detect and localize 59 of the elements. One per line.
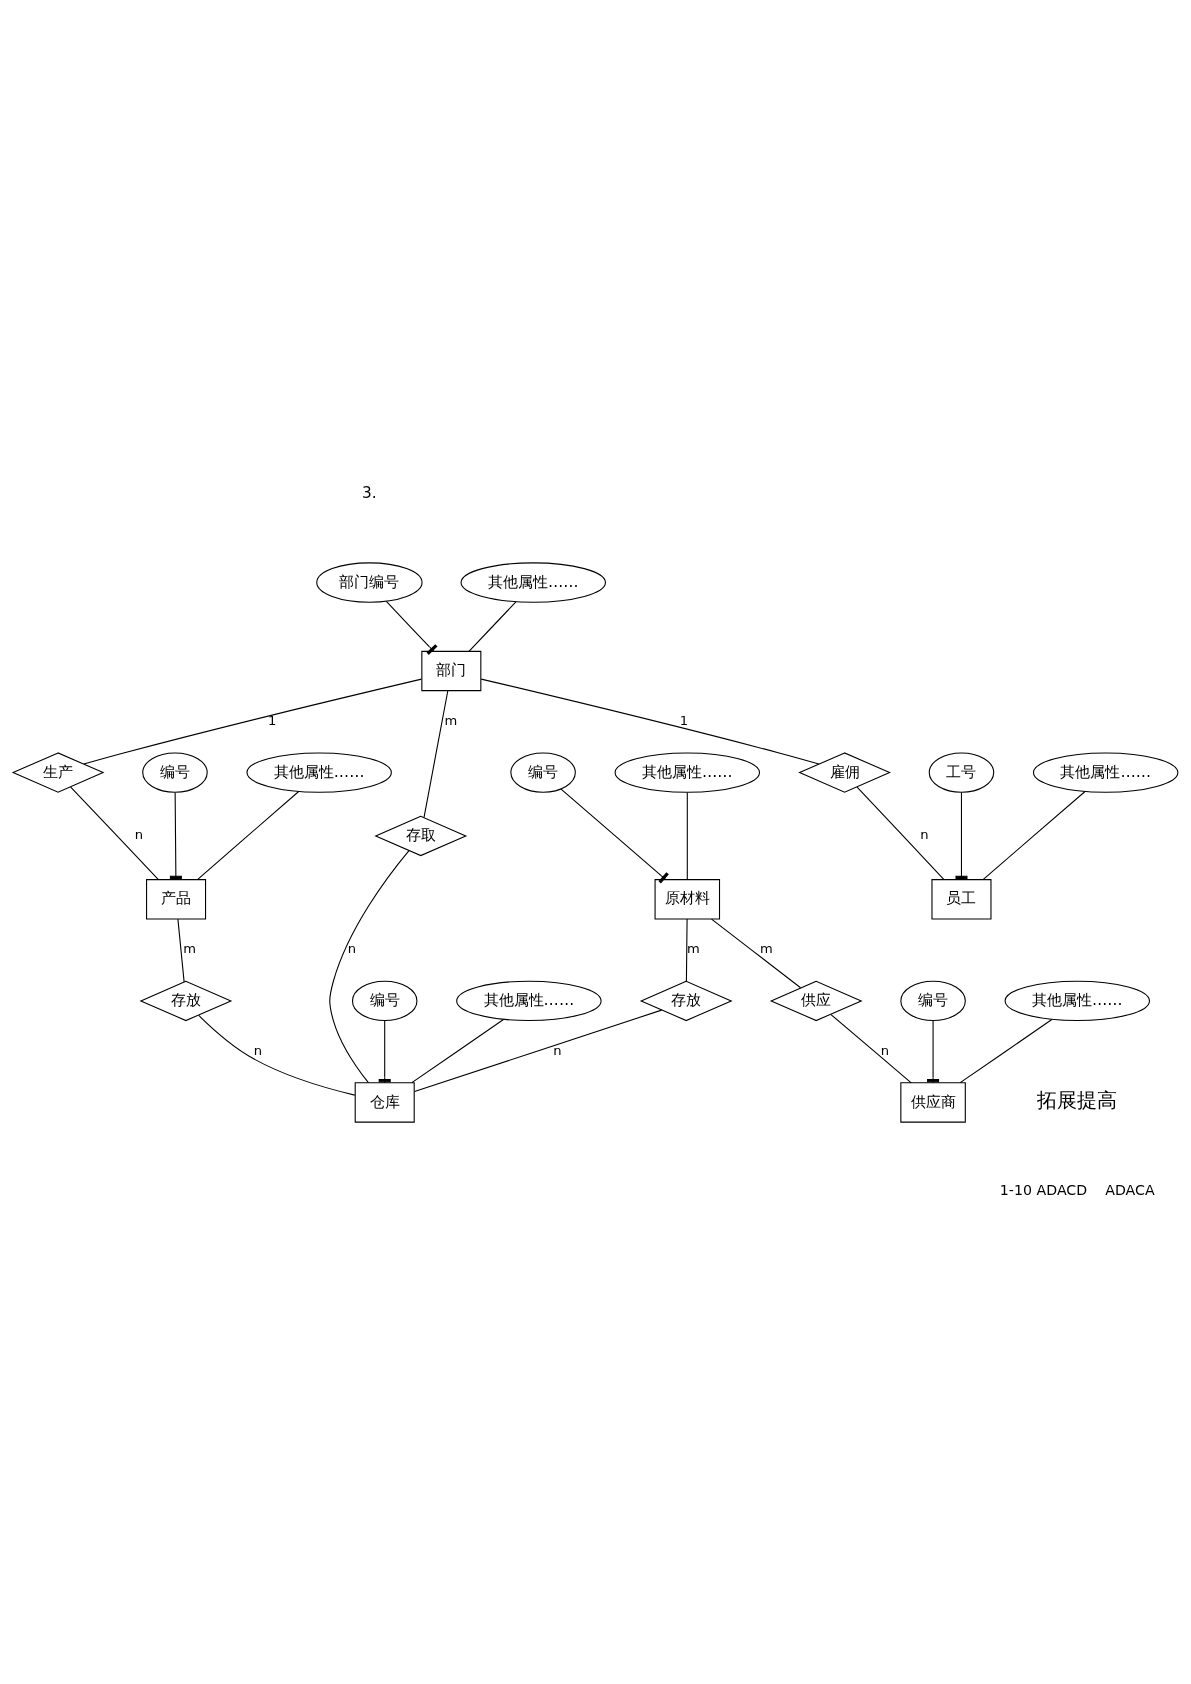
node-ellipse: 其他属性…… <box>1004 980 1150 1021</box>
node-diamond: 雇佣 <box>798 751 891 793</box>
node-box: 原材料 <box>654 878 721 919</box>
label: 3. <box>362 483 377 502</box>
connector <box>856 785 945 880</box>
node-diamond: 供应 <box>769 980 863 1021</box>
connector <box>686 791 688 880</box>
edge-label: m <box>686 940 700 956</box>
connector <box>959 1018 1053 1083</box>
node-box: 部门 <box>421 650 482 691</box>
node-box: 产品 <box>146 878 207 919</box>
edge-label: m <box>444 712 458 728</box>
edge-label: 1 <box>268 712 277 728</box>
node-ellipse: 编号 <box>510 751 576 793</box>
edge-label: n <box>880 1042 890 1058</box>
edge-label: m <box>760 940 773 956</box>
connector <box>411 1018 504 1083</box>
connector <box>480 678 820 764</box>
node-ellipse: 其他属性…… <box>456 980 602 1021</box>
node-ellipse: 编号 <box>142 751 208 793</box>
node-ellipse: 其他属性…… <box>246 751 392 793</box>
label: 拓展提高 <box>1037 1088 1118 1112</box>
edge-label: n <box>920 826 929 842</box>
node-ellipse: 其他属性…… <box>460 561 606 603</box>
node-diamond: 生产 <box>11 751 105 793</box>
node-box: 员工 <box>931 878 992 919</box>
connector <box>830 1013 912 1083</box>
edge-label: n <box>347 940 357 956</box>
node-ellipse: 其他属性…… <box>1032 751 1179 793</box>
node-ellipse: 其他属性…… <box>614 751 761 793</box>
edge-label: 1 <box>679 712 689 728</box>
connector <box>955 791 968 880</box>
connector <box>468 600 517 652</box>
node-ellipse: 编号 <box>351 980 418 1021</box>
connector <box>198 1014 356 1096</box>
node-diamond: 存放 <box>639 980 733 1021</box>
connector <box>177 918 185 982</box>
connector <box>982 790 1086 880</box>
node-ellipse: 编号 <box>900 980 966 1021</box>
edge-label: m <box>183 940 197 956</box>
connector <box>685 918 688 982</box>
node-box: 仓库 <box>354 1081 415 1123</box>
node-ellipse: 部门编号 <box>316 561 423 603</box>
edge-label: n <box>134 826 144 842</box>
edge-label: n <box>253 1042 263 1058</box>
connector <box>83 678 422 764</box>
connector <box>414 1009 663 1092</box>
node-ellipse: 工号 <box>928 751 995 793</box>
connector <box>196 790 300 880</box>
connector <box>560 788 669 883</box>
node-diamond: 存取 <box>374 815 468 856</box>
connector <box>70 785 159 880</box>
node-box: 供应商 <box>900 1081 966 1123</box>
connector <box>385 600 438 655</box>
label: 1-10 ADACD ADACA <box>999 1181 1155 1198</box>
connector <box>423 689 449 818</box>
node-diamond: 存放 <box>139 980 233 1021</box>
connector <box>711 918 802 988</box>
edge-label: n <box>553 1042 562 1058</box>
